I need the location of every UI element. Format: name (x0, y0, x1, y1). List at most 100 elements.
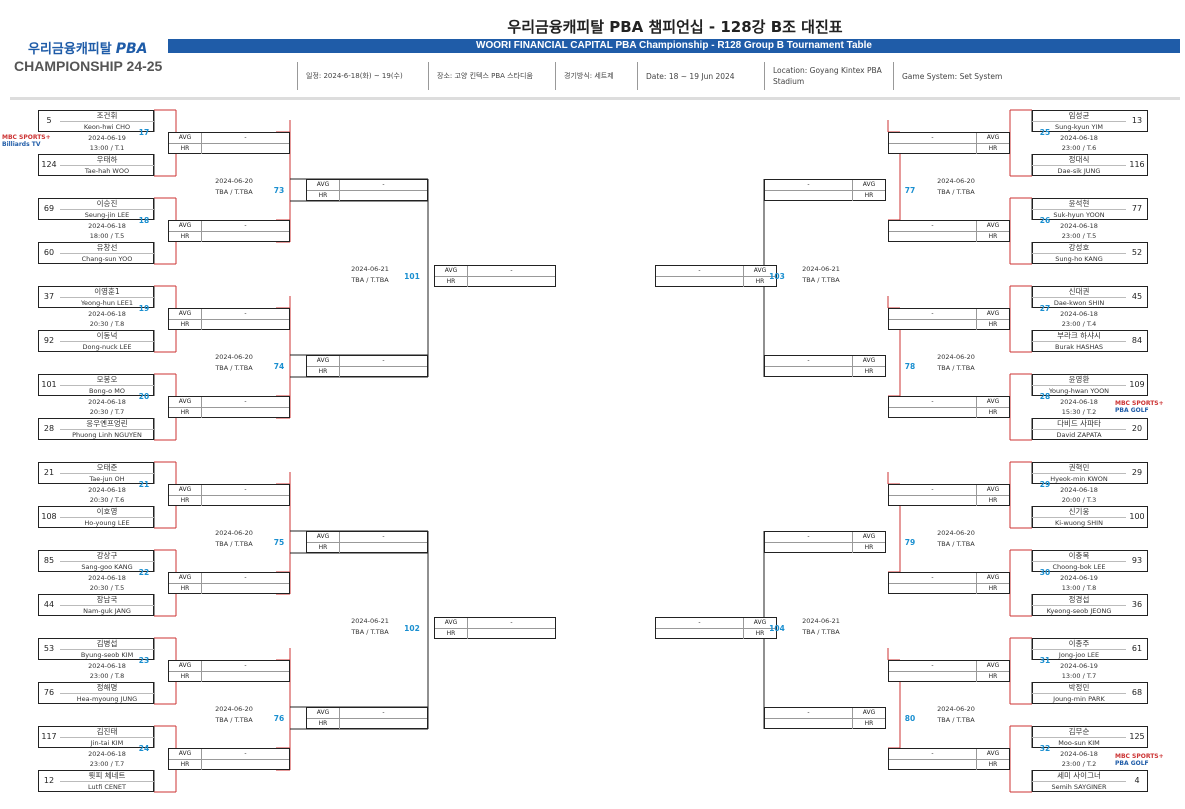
score-hr-row: HR (169, 760, 289, 770)
score-hr-row: HR (765, 367, 885, 377)
score-value (202, 760, 289, 770)
score-avg-row: AVG - (169, 573, 289, 584)
score-avg-row: AVG- (169, 397, 289, 408)
match-time: 13:00 / T.7 (1061, 672, 1097, 680)
player-seed: 29 (1131, 468, 1143, 477)
score-box: AVG-HR (434, 617, 556, 639)
score-value: - (698, 267, 701, 274)
score-avg-row: AVG- (765, 708, 885, 719)
match-number: 20 (138, 392, 150, 401)
score-hr-row: HR (169, 144, 289, 154)
player-seed: 68 (1131, 688, 1143, 697)
score-label: HR (852, 191, 885, 201)
score-label: HR (169, 408, 202, 418)
score-box: AVG-HR (655, 265, 777, 287)
player-name-kr: 유창선 (96, 243, 118, 252)
player-name-kr: 오태준 (96, 463, 118, 472)
score-avg-row: AVG- (656, 618, 776, 629)
score-box: AVG-HR (168, 396, 290, 418)
score-value (468, 629, 555, 639)
match-date: 2024-06-18 (1060, 310, 1098, 318)
score-label: AVG (852, 180, 885, 190)
score-box: AVG-HR (306, 179, 428, 201)
score-value: - (244, 574, 247, 581)
tv-logo-sub: Billiards TV (2, 141, 41, 148)
score-box: AVG-HR (655, 617, 777, 639)
score-value: - (244, 398, 247, 405)
score-box: AVG-HR (168, 484, 290, 506)
match-time: TBA / T.TBA (215, 716, 253, 724)
score-hr-row: HR (307, 367, 427, 377)
score-label: AVG (169, 573, 202, 583)
score-value (889, 672, 976, 682)
score-label: AVG (976, 661, 1009, 671)
player-name-kr: 권혁민 (1068, 463, 1090, 472)
match-time: 20:30 / T.6 (89, 496, 125, 504)
score-value: - (244, 662, 247, 669)
score-box: AVG-HR (888, 572, 1010, 594)
player-seed: 125 (1129, 732, 1145, 741)
match-number: 28 (1039, 392, 1051, 401)
score-avg-row: AVG - (889, 749, 1009, 760)
player-seed: 45 (1131, 292, 1143, 301)
score-label: AVG (307, 356, 340, 366)
score-value (656, 629, 743, 639)
score-label: HR (169, 232, 202, 242)
score-value: - (931, 662, 934, 669)
score-hr-row: HR (169, 232, 289, 242)
match-number: 80 (904, 714, 916, 723)
match-date: 2024-06-20 (937, 529, 975, 537)
score-label: HR (435, 277, 468, 287)
score-hr-row: HR (889, 408, 1009, 418)
player-seed: 101 (41, 380, 57, 389)
score-label: AVG (976, 749, 1009, 759)
score-box: AVG-HR (168, 220, 290, 242)
score-avg-row: AVG- (435, 618, 555, 629)
info-date-en: Date: 18 ~ 19 Jun 2024 (637, 62, 761, 90)
score-label: HR (852, 719, 885, 729)
score-avg-row: AVG- (435, 266, 555, 277)
tv-broadcast-logo: MBC SPORTS+PBA GOLF (1115, 400, 1164, 414)
match-date: 2024-06-18 (88, 662, 126, 670)
score-label: AVG (976, 221, 1009, 231)
score-value: - (931, 750, 934, 757)
player-name-kr: 정해명 (96, 683, 118, 692)
score-avg-row: AVG- (169, 221, 289, 232)
score-label: AVG (976, 309, 1009, 319)
score-box: AVG - HR (888, 660, 1010, 682)
score-label: HR (976, 672, 1009, 682)
score-label: AVG (852, 356, 885, 366)
tv-logo-channel: MBC SPORTS+ (2, 134, 51, 141)
player-seed: 13 (1131, 116, 1143, 125)
tv-broadcast-logo: MBC SPORTS+PBA GOLF (1115, 753, 1164, 767)
match-date: 2024-06-18 (1060, 222, 1098, 230)
player-name-en: Semih SAYGINER (1032, 781, 1126, 792)
info-location-en: Location: Goyang Kintex PBA Stadium (764, 62, 888, 90)
logo-sponsor-text: 우리금융캐피탈 (28, 42, 112, 57)
score-box: AVG-HR (764, 531, 886, 553)
player-name-en: Sung-ho KANG (1032, 253, 1126, 264)
score-value (889, 584, 976, 594)
score-avg-row: AVG- (765, 532, 885, 543)
score-avg-row: AVG- (889, 573, 1009, 584)
player-name-en: Choong-bok LEE (1032, 561, 1126, 572)
score-label: AVG (307, 180, 340, 190)
score-value (202, 584, 289, 594)
score-avg-row: AVG- (169, 749, 289, 760)
match-time: 15:30 / T.2 (1061, 408, 1097, 416)
score-value: - (382, 533, 385, 540)
score-hr-row: HR (889, 144, 1009, 154)
score-value (202, 144, 289, 154)
score-value: - (931, 398, 934, 405)
score-avg-row: AVG- (889, 397, 1009, 408)
player-name-en: Burak HASHAS (1032, 341, 1126, 352)
player-name-kr: 박정민 (1068, 683, 1090, 692)
player-name-en: Hea-myoung JUNG (60, 693, 154, 704)
score-avg-row: AVG- (889, 309, 1009, 320)
match-number: 101 (404, 272, 420, 281)
score-label: AVG (307, 708, 340, 718)
player-seed: 21 (43, 468, 55, 477)
match-number: 22 (138, 568, 150, 577)
player-name-kr: 강상구 (96, 551, 118, 560)
